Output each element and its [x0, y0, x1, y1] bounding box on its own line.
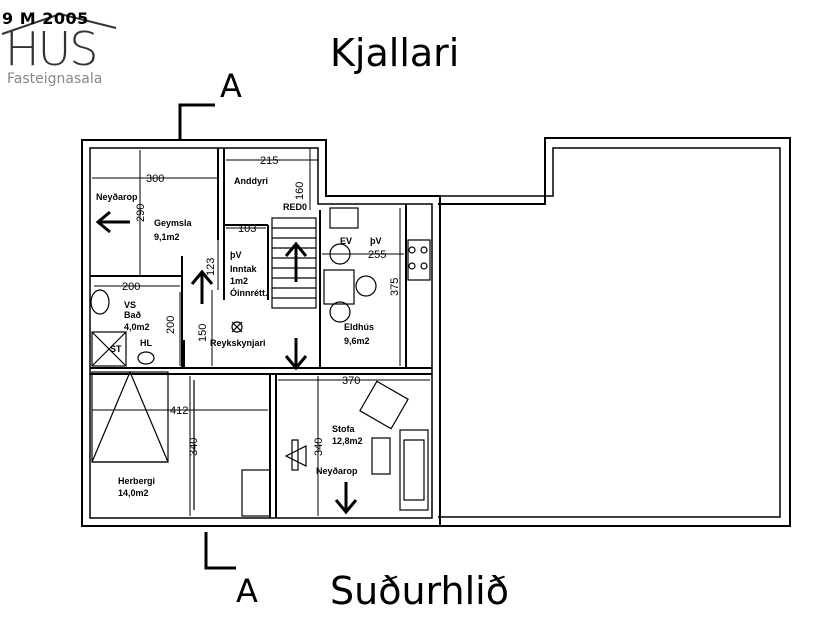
dim-215: 215: [260, 155, 278, 167]
terrace-inner: [438, 147, 781, 518]
label-pv-right: þV: [370, 236, 382, 246]
dim-412: 412: [170, 405, 188, 417]
logo-roof-icon: [1, 12, 117, 35]
dim-255: 255: [368, 249, 386, 261]
label-herbergi: Herbergi: [118, 476, 155, 486]
label-eldhus-area: 9,6m2: [344, 336, 370, 346]
dim-200-horizontal: 200: [122, 281, 140, 293]
label-neydarop-geymsla: Neyðarop: [96, 192, 138, 202]
label-geymsla: Geymsla: [154, 218, 193, 228]
label-redo: RED0: [283, 202, 307, 212]
label-herbergi-area: 14,0m2: [118, 488, 149, 498]
dim-103: 103: [238, 223, 256, 235]
section-marker-lines: [178, 103, 236, 570]
dim-375: 375: [389, 278, 401, 296]
dim-290: 290: [135, 204, 147, 222]
label-reykskynjari: Reykskynjari: [210, 338, 266, 348]
dim-123: 123: [205, 258, 217, 276]
dim-370: 370: [342, 375, 360, 387]
label-inntak-area: 1m2: [230, 276, 248, 286]
stofa-furniture: [284, 380, 429, 511]
dim-300: 300: [146, 173, 164, 185]
staircase: [271, 217, 317, 309]
exterior-wall-outer: [81, 139, 441, 527]
plan-title: Kjallari: [330, 31, 460, 75]
label-bad: Bað: [124, 310, 142, 320]
label-pv-left: þV: [230, 250, 242, 260]
wardrobe: [91, 371, 271, 517]
dimension-lines: [92, 148, 430, 516]
plan-subtitle: Suðurhlið: [330, 569, 509, 613]
terrace-outline: [438, 137, 791, 527]
label-stofa: Stofa: [332, 424, 355, 434]
dim-340-left: 340: [188, 438, 200, 456]
label-hl: HL: [140, 338, 152, 348]
section-marker-bottom: A: [236, 572, 258, 610]
logo-tagline: Fasteignasala: [7, 71, 103, 87]
dim-340-right: 340: [313, 438, 325, 456]
logo-brand: HUS: [5, 22, 98, 76]
dim-150: 150: [197, 324, 209, 342]
section-marker-top: A: [220, 67, 242, 105]
logo-date-stamp: 9 M 2005: [2, 9, 89, 28]
bathroom-fixtures: [90, 289, 243, 367]
label-inntak-note: Óinnrétt.: [230, 287, 268, 298]
kitchen-fittings: [323, 207, 431, 323]
dim-200-vertical: 200: [165, 316, 177, 334]
label-inntak: Inntak: [230, 264, 257, 274]
label-geymsla-area: 9,1m2: [154, 232, 180, 242]
label-st: ST: [110, 344, 122, 354]
label-bad-area: 4,0m2: [124, 322, 150, 332]
label-vs: VS: [124, 300, 136, 310]
label-neydarop-stofa: Neyðarop: [316, 466, 358, 476]
arrow-icon: [95, 210, 358, 515]
label-eldhus: Eldhús: [344, 322, 374, 332]
dim-160: 160: [294, 182, 306, 200]
interior-walls: [90, 148, 432, 518]
label-stofa-area: 12,8m2: [332, 436, 363, 446]
label-anddyri: Anddyri: [234, 176, 268, 186]
exterior-wall-inner: [89, 147, 433, 519]
label-ev: EV: [340, 236, 352, 246]
